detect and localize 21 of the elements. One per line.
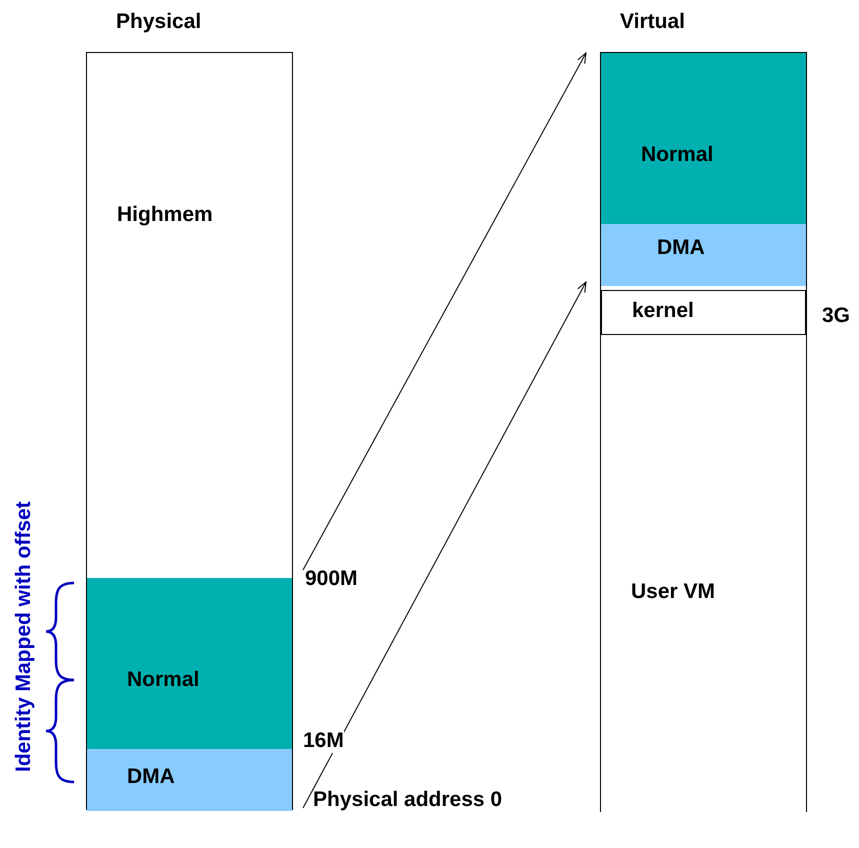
region-label: DMA	[127, 765, 175, 789]
region-label: User VM	[631, 580, 716, 604]
address-label: 900M	[305, 567, 358, 591]
address-label: Physical address 0	[313, 788, 502, 812]
memory-region	[87, 578, 292, 749]
arrow	[302, 282, 586, 808]
region-label: Normal	[127, 668, 200, 692]
memory-region	[601, 224, 806, 286]
address-label: 3G	[822, 304, 850, 328]
region-label: kernel	[632, 299, 694, 323]
memory-region	[601, 290, 806, 335]
region-label: Highmem	[117, 203, 213, 227]
memory-region	[601, 53, 806, 224]
memory-region	[87, 749, 292, 811]
region-label: DMA	[657, 236, 705, 260]
column-heading: Physical	[116, 10, 202, 34]
column-heading: Virtual	[620, 10, 685, 34]
bracket-label: Identity Mapped with offset	[12, 500, 36, 772]
arrow	[302, 52, 586, 570]
address-label: 16M	[303, 729, 344, 753]
region-label: Normal	[641, 143, 714, 167]
